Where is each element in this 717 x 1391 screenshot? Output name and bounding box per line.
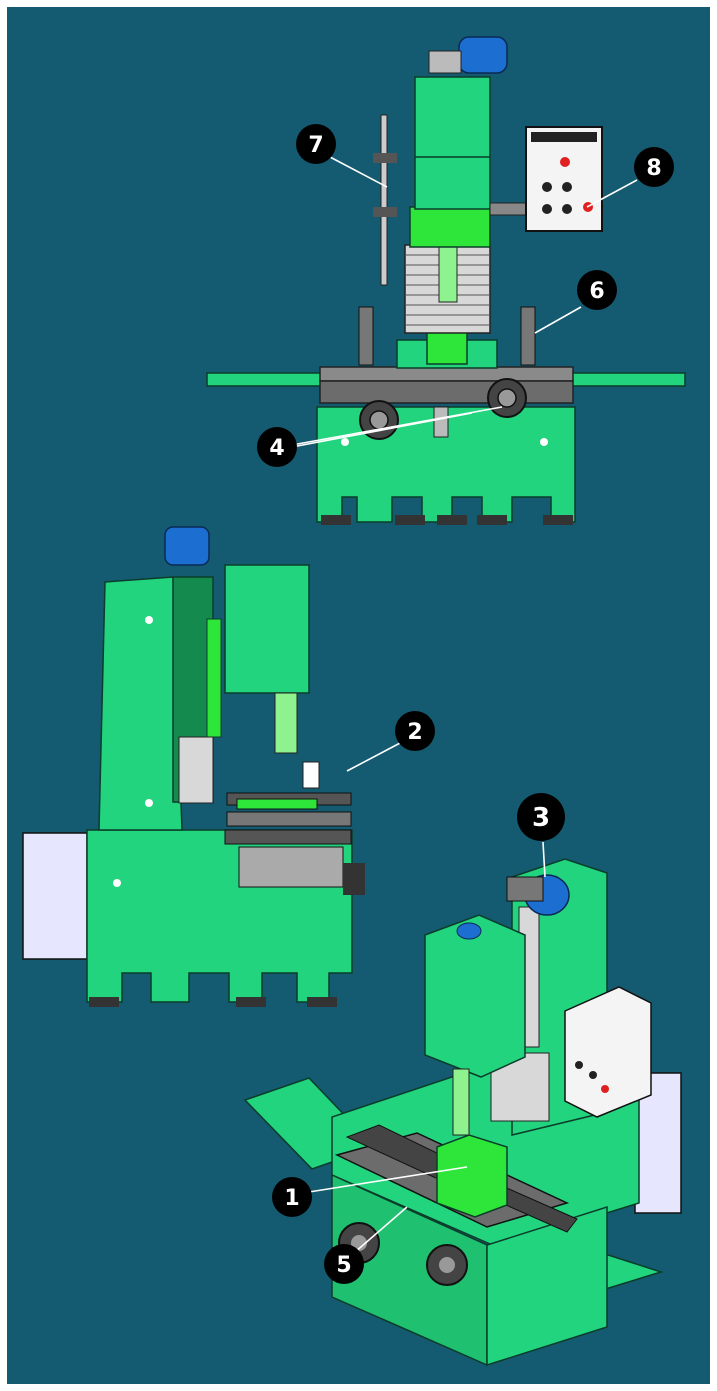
callout-8: 8 xyxy=(634,147,674,187)
leader-line-1 xyxy=(308,1166,468,1193)
leader-line-7 xyxy=(329,156,388,188)
callout-7: 7 xyxy=(296,124,336,164)
front-view xyxy=(206,36,686,525)
side-view xyxy=(22,526,365,1007)
callout-number: 2 xyxy=(407,720,422,745)
leader-line-4b xyxy=(291,412,473,448)
leader-line-2 xyxy=(346,741,403,772)
isometric-view xyxy=(243,858,682,1367)
callout-4: 4 xyxy=(257,427,297,467)
callout-5: 5 xyxy=(324,1244,364,1284)
callout-2: 2 xyxy=(395,711,435,751)
callout-6: 6 xyxy=(577,270,617,310)
callout-3: 3 xyxy=(517,793,565,841)
callout-1: 1 xyxy=(272,1177,312,1217)
diagram-canvas: 1 2 3 4 5 6 7 8 xyxy=(7,7,710,1384)
leader-line-8 xyxy=(586,179,638,208)
callout-number: 5 xyxy=(336,1253,351,1278)
leader-line-3 xyxy=(542,841,546,878)
callout-number: 3 xyxy=(532,803,550,833)
callout-number: 7 xyxy=(308,133,323,158)
leader-line-6 xyxy=(534,306,582,334)
callout-number: 1 xyxy=(284,1186,299,1211)
machine-views-svg: 1 2 3 4 5 6 7 8 xyxy=(22,36,686,1367)
callout-number: 8 xyxy=(646,156,661,181)
callout-number: 6 xyxy=(589,279,604,304)
callout-number: 4 xyxy=(269,436,284,461)
